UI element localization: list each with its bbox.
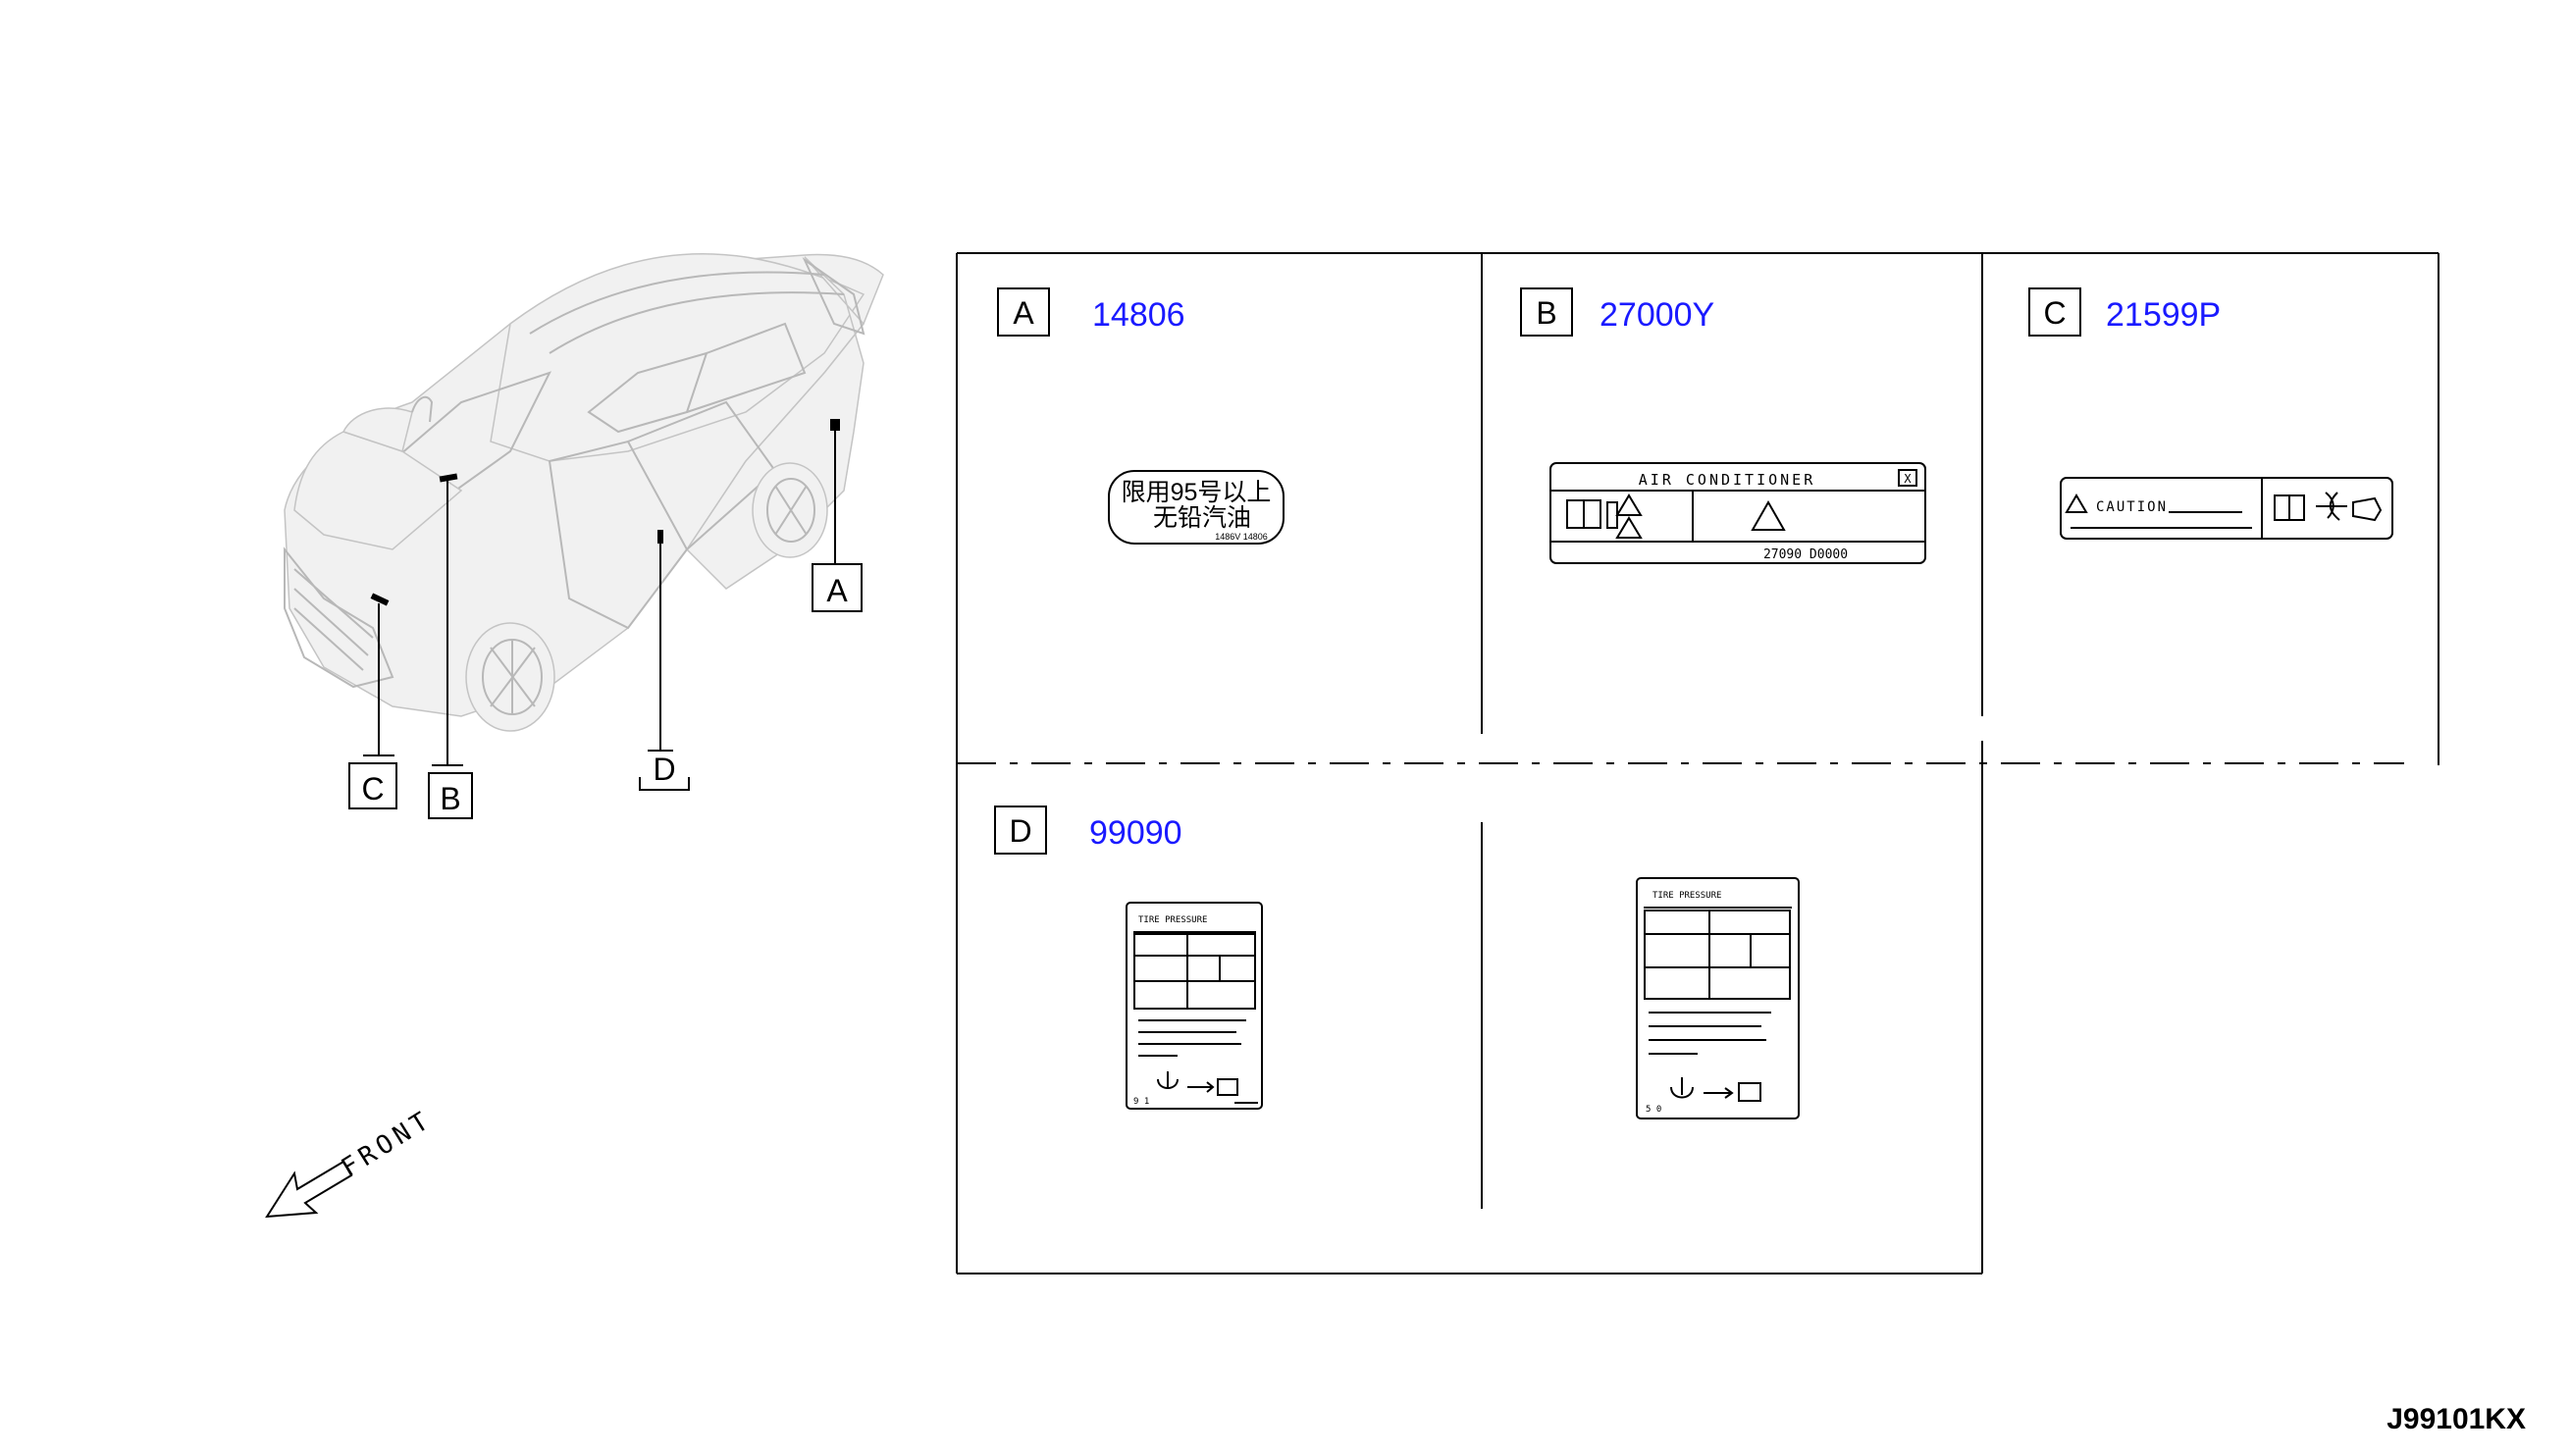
arrow-icon bbox=[1187, 1081, 1215, 1093]
panel-d: D 99090 TIRE PRESSURE 9 1 TIRE P bbox=[994, 806, 1800, 1119]
callout-a: A bbox=[812, 563, 863, 612]
panel-d-part-number: 99090 bbox=[1089, 814, 1182, 852]
callout-b: B bbox=[428, 772, 473, 819]
fuel-label-line-2: 无铅汽油 bbox=[1153, 504, 1251, 532]
callout-b-letter: B bbox=[440, 781, 460, 816]
panel-d-letter: D bbox=[1009, 813, 1031, 849]
vehicle-illustration bbox=[284, 252, 884, 732]
panel-b-letter: B bbox=[1536, 295, 1556, 331]
tire-pressure-label-1: TIRE PRESSURE 9 1 bbox=[1126, 902, 1263, 1110]
warning-triangle-icon-2 bbox=[1751, 499, 1786, 531]
parts-frame bbox=[956, 252, 2439, 1274]
panel-c: C 21599P CAUTION bbox=[2028, 287, 2393, 540]
panel-b: B 27000Y AIR CONDITIONER X 27090 D0000 bbox=[1520, 287, 1926, 564]
callout-d-letter: D bbox=[653, 752, 675, 787]
display-icon bbox=[1217, 1078, 1238, 1096]
panel-c-part-number: 21599P bbox=[2106, 296, 2221, 334]
tpms-icon bbox=[1157, 1071, 1179, 1089]
tire-label-2-foot: 5 0 bbox=[1646, 1105, 1661, 1115]
tire-label-2-title: TIRE PRESSURE bbox=[1652, 891, 1721, 901]
ac-label-code: 27090 D0000 bbox=[1763, 547, 1848, 562]
manual-book-icon bbox=[2274, 494, 2305, 521]
fan-icon bbox=[2316, 492, 2347, 521]
leader-lines bbox=[363, 425, 836, 766]
tire-label-1-title: TIRE PRESSURE bbox=[1138, 915, 1207, 925]
manual-book-icon bbox=[1566, 499, 1601, 529]
diagram-code: J99101KX bbox=[2386, 1403, 2526, 1435]
callout-c-letter: C bbox=[361, 771, 384, 806]
callout-d: D bbox=[639, 752, 690, 791]
tpms-icon-2 bbox=[1670, 1077, 1694, 1099]
ac-label-box: X bbox=[1904, 472, 1912, 486]
display-icon-2 bbox=[1738, 1082, 1761, 1102]
fuel-label-line-1: 限用95号以上 bbox=[1122, 479, 1272, 506]
caution-label: CAUTION bbox=[2060, 477, 2393, 540]
panel-a-letter: A bbox=[1013, 295, 1034, 331]
fuel-label-small: 1486V 14806 bbox=[1215, 532, 1268, 542]
warning-triangle-icon bbox=[1615, 494, 1643, 539]
front-label: FRONT bbox=[337, 1105, 438, 1183]
panel-a: A 14806 限用95号以上 无铅汽油 1486V 14806 bbox=[997, 287, 1285, 545]
air-conditioner-label: AIR CONDITIONER X 27090 D0000 bbox=[1549, 462, 1926, 564]
panel-c-letter: C bbox=[2043, 295, 2066, 331]
tire-pressure-label-2: TIRE PRESSURE 5 0 bbox=[1636, 877, 1800, 1119]
warning-triangle-icon bbox=[2065, 494, 2088, 513]
panel-b-part-number: 27000Y bbox=[1600, 296, 1714, 334]
caution-label-title: CAUTION bbox=[2096, 499, 2168, 515]
hand-warning-icon bbox=[1606, 501, 1618, 529]
fuel-label: 限用95号以上 无铅汽油 1486V 14806 bbox=[1108, 470, 1285, 545]
callout-c: C bbox=[348, 762, 397, 809]
callout-a-letter: A bbox=[826, 573, 848, 608]
tire-label-1-foot: 9 1 bbox=[1133, 1097, 1149, 1107]
hand-icon bbox=[2352, 496, 2383, 522]
front-arrow: FRONT bbox=[265, 1105, 438, 1219]
panel-a-part-number: 14806 bbox=[1092, 296, 1185, 334]
ac-label-title: AIR CONDITIONER bbox=[1639, 471, 1815, 489]
arrow-icon-2 bbox=[1704, 1087, 1734, 1099]
